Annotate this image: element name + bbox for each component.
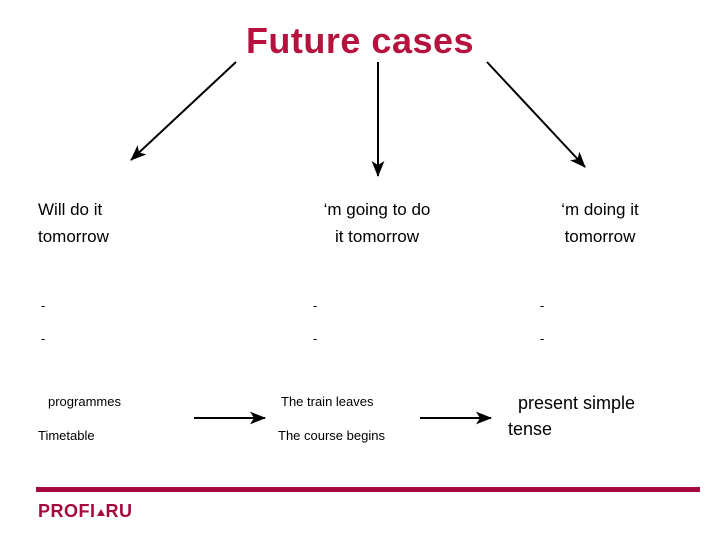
column-1-dash-2: -	[41, 331, 46, 346]
column-3-example-1: present simple tense	[508, 393, 636, 439]
column-3-dash-2: -	[540, 331, 545, 346]
column-3-dash-1: -	[540, 298, 545, 313]
column-1-example-2: Timetable	[38, 428, 95, 443]
column-2-example-2: The course begins	[278, 428, 385, 443]
column-2-example-1: The train leaves	[281, 394, 374, 409]
column-3-header: ‘m doing it tomorrow	[561, 200, 639, 246]
column-2-dash-1: -	[313, 298, 318, 313]
profi-ru-logo: PROFI RU	[38, 500, 133, 522]
arrow-to-column-1-icon	[130, 61, 237, 161]
arrow-to-column-3-icon	[486, 61, 586, 168]
logo-triangle-icon	[96, 509, 105, 516]
logo-prefix-text: PROFI	[38, 501, 96, 521]
page-title: Future cases	[245, 20, 475, 61]
column-2-header: ‘m going to do it tomorrow	[323, 200, 431, 246]
footer-divider	[36, 487, 700, 492]
column-2-dash-2: -	[313, 331, 318, 346]
logo-suffix-text: RU	[105, 501, 133, 521]
column-1-dash-1: -	[41, 298, 46, 313]
column-1-header: Will do it tomorrow	[38, 200, 109, 246]
column-1-example-1: programmes	[48, 394, 121, 409]
